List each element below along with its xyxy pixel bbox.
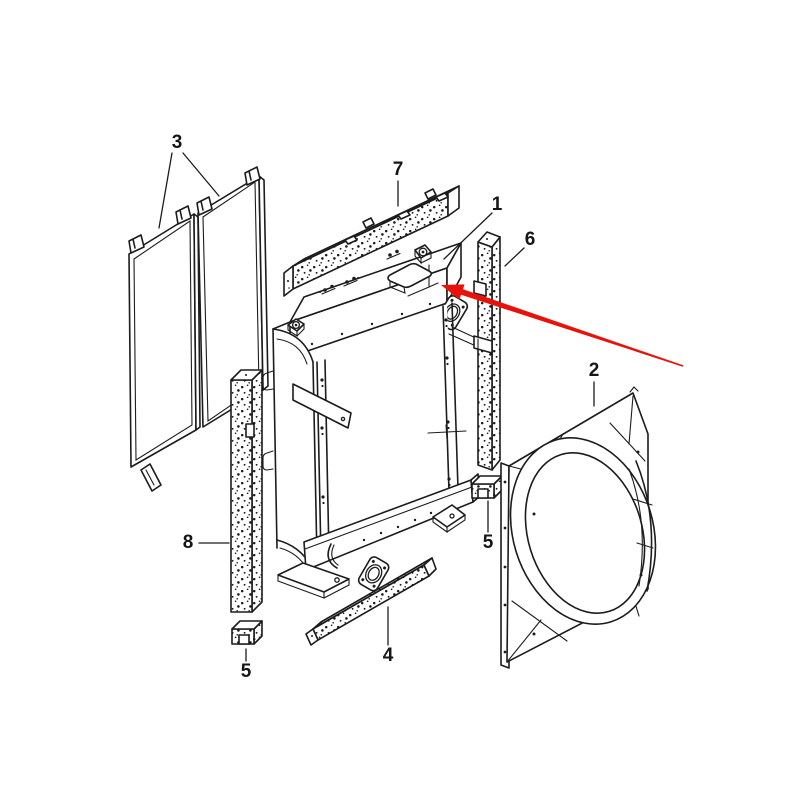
callout-label-part-5-right: 5 <box>482 532 494 553</box>
filler-bracket <box>387 244 439 297</box>
side-brace-bar <box>292 383 352 429</box>
hook-clip <box>262 450 274 471</box>
red-arrow <box>441 284 684 367</box>
mounting-foot-right <box>432 504 466 534</box>
callout-label-part-1: 1 <box>491 194 503 215</box>
left-end-frame <box>262 321 318 570</box>
outlet-flange-bottom <box>357 556 390 592</box>
callout-label-part-5-left: 5 <box>240 661 252 682</box>
left-foot-block <box>231 620 263 645</box>
left-support-post <box>230 369 263 613</box>
tank-clip <box>321 249 401 295</box>
right-foot-block <box>471 475 503 499</box>
callout-label-part-7: 7 <box>392 159 404 180</box>
red-arrow-annotation <box>441 284 684 367</box>
callout-label-part-6: 6 <box>524 229 536 250</box>
mounting-foot-left <box>277 562 350 599</box>
callout-label-part-2: 2 <box>588 360 600 381</box>
top-mount-bar <box>283 185 460 297</box>
hook-clip <box>262 370 274 391</box>
leader-lines <box>158 152 595 662</box>
lifting-pad-left <box>287 318 305 338</box>
callout-label-part-4: 4 <box>382 645 394 666</box>
callout-label-part-8: 8 <box>182 532 194 553</box>
mounting-panels <box>128 166 269 492</box>
callout-label-part-3: 3 <box>171 132 183 153</box>
radiator-top-tank <box>287 242 493 358</box>
bottom-mount-bar <box>305 557 437 646</box>
section-tick <box>427 424 467 440</box>
air-guide-band <box>635 460 653 592</box>
bottom-tank <box>277 473 481 599</box>
fan-shroud <box>500 386 657 669</box>
